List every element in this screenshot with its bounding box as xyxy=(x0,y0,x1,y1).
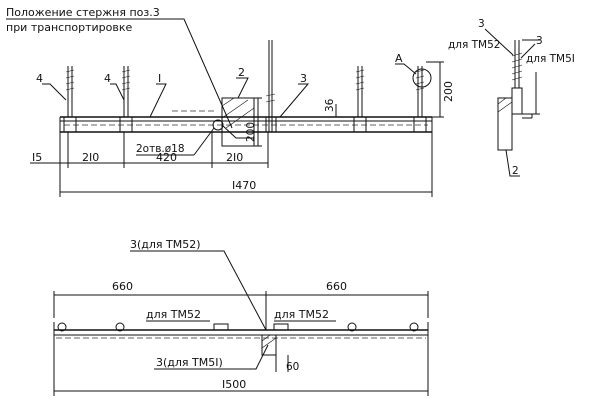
note-leader xyxy=(172,18,233,129)
plan-dim-660-right: 660 xyxy=(326,280,347,293)
lifting-loop-left xyxy=(63,66,77,133)
callout-view-A: A xyxy=(395,52,403,65)
leader-part-2 xyxy=(236,77,249,99)
hole-symbol xyxy=(212,119,224,131)
dim-36-text: 36 xyxy=(324,98,336,112)
rod-position-note-line1: Положение стержня поз.3 xyxy=(6,6,160,19)
dim-200-plate-text: 200 xyxy=(245,122,257,142)
detail-A xyxy=(497,40,533,151)
dim-210-left: 2I0 xyxy=(82,151,99,164)
dim-200-plate: 200 xyxy=(245,97,262,147)
detail-leader-3-right xyxy=(520,43,536,59)
leader-4-mid xyxy=(110,83,125,101)
dim-15: I5 xyxy=(32,151,42,164)
rod-vertical-center xyxy=(265,40,277,133)
plan-label-3-tm51: 3(для ТМ5I) xyxy=(156,356,223,369)
lifting-loop-right xyxy=(413,66,427,133)
detail-callout-3-right: 3 xyxy=(536,35,543,47)
dim-200-top-text: 200 xyxy=(442,81,455,102)
detail-label-tm52: для ТМ52 xyxy=(448,39,500,51)
plan-leader-3-tm51 xyxy=(242,344,269,370)
dim-36: 36 xyxy=(324,98,337,117)
leader-view-A xyxy=(395,63,417,75)
plan-dim-660-row xyxy=(53,291,429,330)
detail-circle-A xyxy=(412,68,432,88)
rod-position-note-line2: при транспортировке xyxy=(6,21,132,34)
plan-dim-60 xyxy=(275,355,289,372)
plan-dim-660-left: 660 xyxy=(112,280,133,293)
plan-label-tm52-left: для ТМ52 xyxy=(146,308,201,321)
plan-label-tm52-right: для ТМ52 xyxy=(274,308,329,321)
holes-label: 2отв.ø18 xyxy=(136,143,185,155)
plan-dim-1500 xyxy=(53,340,429,396)
leader-part-1 xyxy=(149,83,167,118)
plate-part-2 xyxy=(212,97,255,147)
detail-leader-3-top xyxy=(484,28,514,56)
leader-4-left xyxy=(42,83,67,101)
holes-leader xyxy=(193,127,215,156)
dim-chain-top xyxy=(30,132,433,197)
detail-label-tm51: для ТМ5I xyxy=(526,53,575,65)
plan-leader-3-tm52 xyxy=(208,250,267,331)
plan-beam xyxy=(53,322,429,356)
detail-callout-2: 2 xyxy=(512,165,519,177)
callout-4-left: 4 xyxy=(36,72,43,85)
leader-part-3 xyxy=(279,83,310,118)
dim-420: 420 xyxy=(156,151,177,164)
callout-part-3: 3 xyxy=(300,72,307,85)
callout-part-2: 2 xyxy=(238,66,245,79)
detail-callout-3-top: 3 xyxy=(478,18,485,30)
lifting-loop-second xyxy=(119,66,133,133)
plan-dim-60-text: 60 xyxy=(286,361,299,373)
dim-1470: I470 xyxy=(232,179,256,192)
plan-dim-1500-text: I500 xyxy=(222,378,246,391)
detail-dim-200 xyxy=(522,39,540,115)
dim-200-top: 200 xyxy=(426,61,455,118)
plan-label-3-tm52: 3(для ТМ52) xyxy=(130,238,201,251)
callout-4-mid: 4 xyxy=(104,72,111,85)
detail-leader-2 xyxy=(505,149,520,177)
lifting-loop-third xyxy=(353,66,367,133)
dim-210-right: 2I0 xyxy=(226,151,243,164)
callout-part-1: I xyxy=(158,72,161,85)
